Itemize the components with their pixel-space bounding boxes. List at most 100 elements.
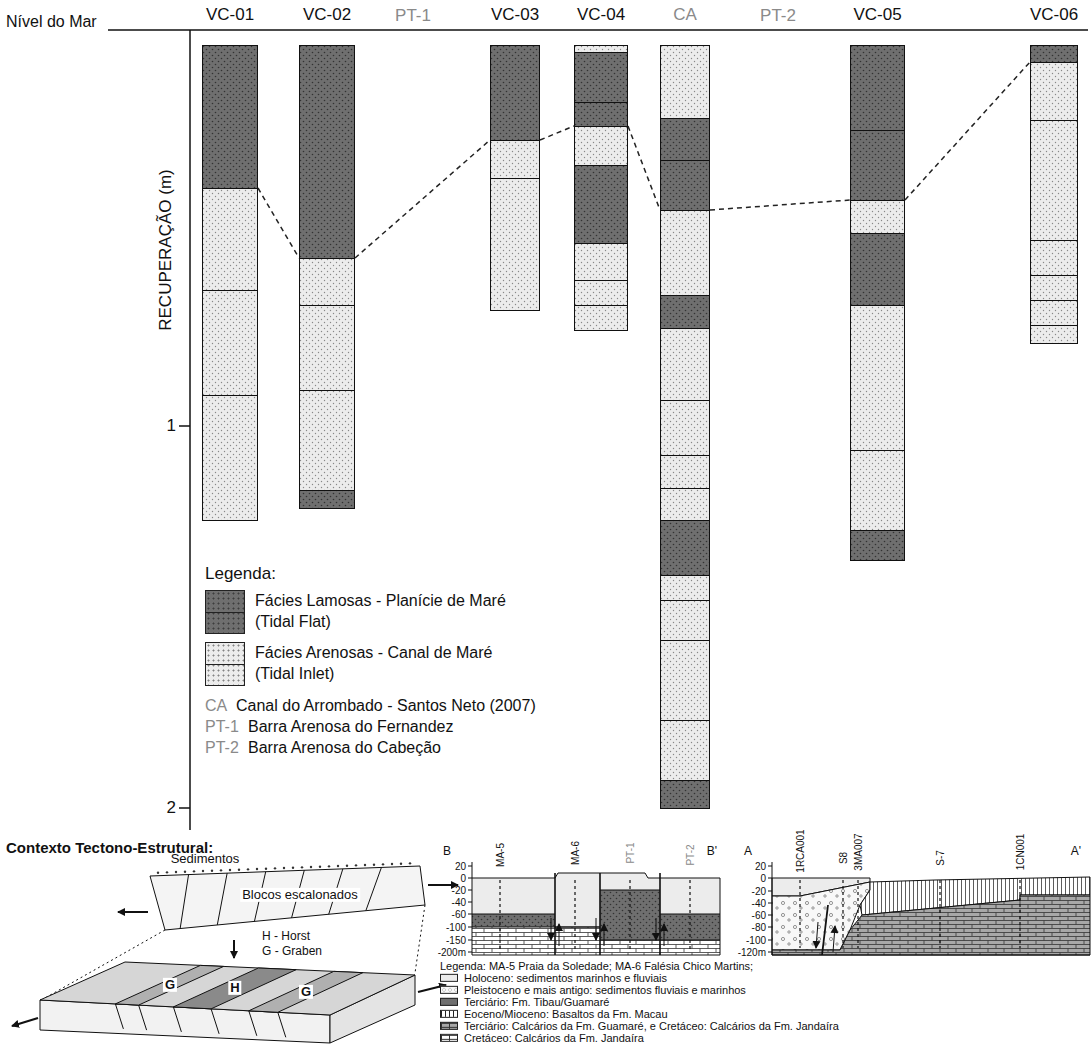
core-column: VC-02 [299,6,355,508]
label: 1 [167,417,176,436]
core-layer [1031,301,1078,326]
label: 1CN001 [1015,834,1026,871]
illustration-part [278,1012,286,1037]
illustration-part [184,871,186,873]
core-layer [661,456,710,489]
illustration-part [150,866,425,930]
illustration-part [768,891,772,892]
legend-entry: Fácies Lamosas - Planície de Maré (Tidal… [205,590,525,634]
illustration-part [472,878,555,914]
swatch-divider [206,664,244,665]
illustration-part [768,866,772,867]
core-layer [1031,46,1078,63]
illustration-part [629,880,630,950]
illustration-part [166,871,168,873]
label: B [443,845,451,858]
core-layer [300,259,355,306]
legend-swatch [440,1022,458,1030]
core-log [299,45,355,509]
core-log [490,45,540,311]
core-layer [1031,241,1078,276]
core-layer [661,781,710,809]
legend-swatch [440,998,458,1006]
core-layer [203,396,258,521]
core-log [574,45,628,331]
label: Blocos escalonados [240,888,360,902]
core-layer [1031,326,1078,344]
legend-swatch [440,986,458,994]
core-layer [491,141,540,179]
illustration-part [772,882,870,950]
illustration-part [346,865,348,867]
illustration-part [217,873,227,925]
label: Sedimentos [171,852,240,866]
illustration-part [238,869,240,871]
core-layer [851,531,905,561]
illustration-part [40,1000,330,1043]
legend-swatch [440,974,458,982]
core-layer [1031,121,1078,241]
legend-text: Fácies Lamosas - Planície de Maré (Tidal… [255,591,525,633]
illustration-part [328,865,330,867]
illustration-part [768,903,772,904]
illustration-part [202,870,204,872]
illustration-part [211,870,213,872]
legend-text: Holoceno: sedimentos marinhos e fluviais [464,971,667,985]
illustration-part [337,865,339,867]
illustration-part [472,914,555,927]
core-layer [300,391,355,491]
label: -60 [752,910,766,921]
legend-text: Eoceno/Mioceno: Basaltos da Fm. Macau [464,1007,668,1021]
illustration-part [551,918,552,940]
core-layer [851,234,905,306]
label: G [163,978,177,992]
label: MA-6 [570,841,581,865]
label: Legenda: [205,565,276,584]
illustration-part [939,880,940,948]
illustration-part [409,862,411,864]
illustration-part [115,1004,123,1029]
illustration-part [555,878,600,927]
illustration-part [656,918,657,940]
label: -80 [752,922,766,933]
label: -40 [452,897,466,908]
core-layer [661,641,710,721]
label: 20 [755,861,766,872]
label: Barra Arenosa do Cabeção [248,739,441,757]
illustration-part [108,30,1088,830]
core-layer [851,201,905,234]
illustration-part [472,927,555,928]
core-layer [575,103,628,127]
illustration-part [193,870,195,872]
label: -40 [752,898,766,909]
illustration-part [415,905,425,973]
illustration-part [660,914,720,915]
core-column: CA [660,6,710,808]
illustration-part [768,878,772,879]
legend-entry: Holoceno: sedimentos marinhos e fluviais [440,971,667,985]
legend-text: Terciário: Calcários da Fm. Guamaré, e C… [464,1019,839,1033]
label: -200m [438,947,466,958]
column-heading: VC-06 [1030,6,1078,25]
core-layer [575,166,628,244]
illustration-part [115,965,223,1005]
label: 0 [760,873,766,884]
core-layer [661,119,710,161]
core-log [1030,45,1078,344]
label: S-7 [935,850,946,866]
illustration-part [842,880,843,948]
illustration-part [555,873,648,878]
illustration-part [596,918,597,940]
legend-entry: Terciário: Calcários da Fm. Guamaré, e C… [440,1019,839,1033]
core-layer [575,281,628,306]
illustration-part [382,863,384,865]
illustration-part [574,880,575,950]
illustration-part [559,924,560,946]
legend-swatch [205,590,245,634]
illustration-part [599,873,601,955]
core-layer [661,489,710,521]
illustration-part [283,867,285,869]
core-layer [661,401,710,456]
illustration-part [175,871,177,873]
illustration-part [600,940,660,955]
